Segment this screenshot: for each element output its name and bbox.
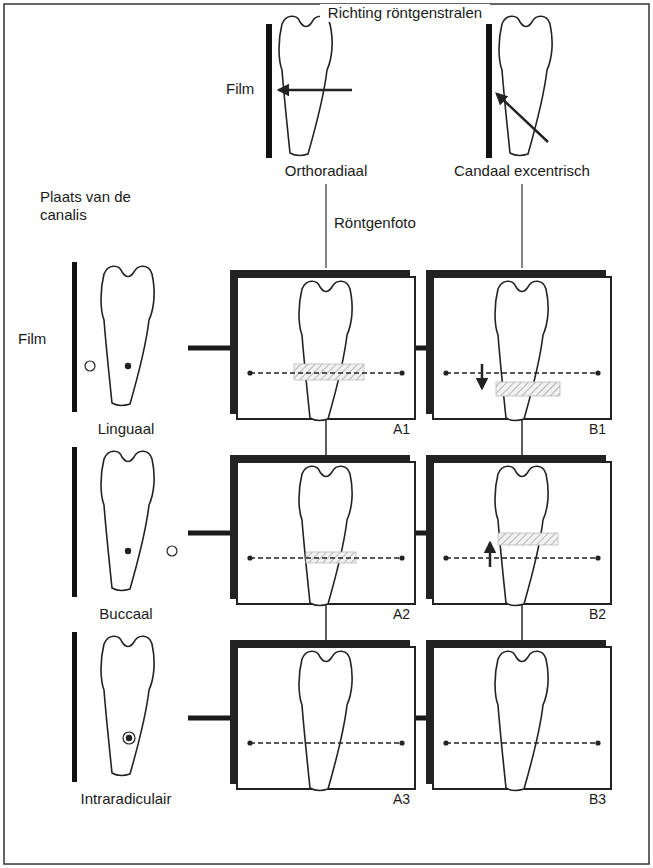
reference-dot: [443, 555, 448, 560]
tooth: [101, 451, 154, 590]
figure-code: A2: [393, 606, 410, 623]
canal-drawing: [64, 443, 188, 623]
label-text: Röntgenfoto: [334, 214, 434, 232]
tooth: [101, 636, 154, 775]
tooth: [495, 281, 548, 420]
film-bar: [72, 262, 77, 412]
radiograph-drawing: [434, 463, 610, 603]
position-label: Buccaal: [64, 605, 188, 623]
connector: [521, 420, 522, 461]
radiograph-drawing: [238, 648, 414, 788]
radiograph-box: B2: [432, 461, 612, 605]
label-text: Richting röntgenstralen: [320, 4, 490, 22]
reference-line: [446, 557, 598, 558]
canal-drawing: [64, 628, 188, 808]
canal-dot: [126, 735, 131, 740]
figure-code: A1: [393, 421, 410, 438]
figure-code: A3: [393, 791, 410, 808]
reference-line: [250, 557, 402, 558]
radiograph-box: A3: [236, 646, 416, 790]
connector: [188, 716, 236, 721]
tooth: [299, 466, 352, 605]
label-text: Candaal excentrisch: [432, 162, 612, 180]
xray-arrow: [497, 94, 548, 142]
canal-dot: [125, 548, 130, 553]
radiograph-drawing: [434, 278, 610, 418]
film-bar: [486, 24, 492, 158]
connector: [416, 716, 432, 721]
reference-line: [250, 372, 402, 373]
tooth: [499, 16, 552, 155]
reference-line: [250, 742, 402, 743]
reference-dot: [247, 370, 252, 375]
tooth: [101, 266, 154, 405]
radiograph-box: A1: [236, 276, 416, 420]
canal-shadow: [498, 533, 558, 545]
canal-circle: [167, 546, 177, 556]
canal-position: Linguaal: [64, 258, 188, 438]
connector: [188, 346, 236, 351]
radiograph-drawing: [238, 463, 414, 603]
connector: [416, 346, 432, 351]
canal-shadow: [294, 364, 364, 380]
position-label: Intraradiculair: [64, 790, 188, 808]
label-text: Plaats van de canalis: [40, 188, 170, 224]
film-bar: [266, 24, 272, 158]
tooth: [299, 281, 352, 420]
radiograph-box: A2: [236, 461, 416, 605]
connector: [521, 605, 522, 646]
figure-code: B2: [589, 606, 606, 623]
reference-dot: [399, 370, 404, 375]
canal-circle: [85, 361, 95, 371]
xray-arrow: [279, 89, 352, 92]
canal-dot: [125, 363, 130, 368]
figure-code: B3: [589, 791, 606, 808]
label-text: Film: [18, 330, 58, 348]
tooth: [495, 651, 548, 790]
radiograph-box: B3: [432, 646, 612, 790]
reference-line: [446, 372, 598, 373]
label-text: Orthoradiaal: [266, 162, 386, 180]
radiograph-drawing: [238, 278, 414, 418]
reference-dot: [443, 370, 448, 375]
canal-circle: [123, 732, 135, 744]
reference-dot: [247, 555, 252, 560]
position-label: Linguaal: [64, 420, 188, 438]
tooth: [299, 651, 352, 790]
radiograph-box: B1: [432, 276, 612, 420]
film-bar: [72, 632, 77, 782]
label-text: Film: [226, 80, 262, 98]
film-bar: [72, 447, 77, 597]
leader-line: [521, 184, 522, 268]
reference-line: [446, 742, 598, 743]
reference-dot: [595, 740, 600, 745]
canal-position: Intraradiculair: [64, 628, 188, 808]
reference-dot: [399, 555, 404, 560]
canal-drawing: [64, 258, 188, 438]
connector: [416, 531, 432, 536]
radiograph-drawing: [434, 648, 610, 788]
connector: [325, 420, 326, 461]
leader-line: [325, 184, 326, 268]
reference-dot: [247, 740, 252, 745]
figure-code: B1: [589, 421, 606, 438]
reference-dot: [595, 555, 600, 560]
shift-arrow: [481, 364, 484, 388]
reference-dot: [399, 740, 404, 745]
canal-position: Buccaal: [64, 443, 188, 623]
canal-shadow: [496, 382, 560, 396]
connector: [188, 531, 236, 536]
frame: [4, 4, 649, 864]
connector: [325, 605, 326, 646]
reference-dot: [595, 370, 600, 375]
reference-dot: [443, 740, 448, 745]
shift-arrow: [489, 543, 492, 567]
tooth: [279, 16, 332, 155]
